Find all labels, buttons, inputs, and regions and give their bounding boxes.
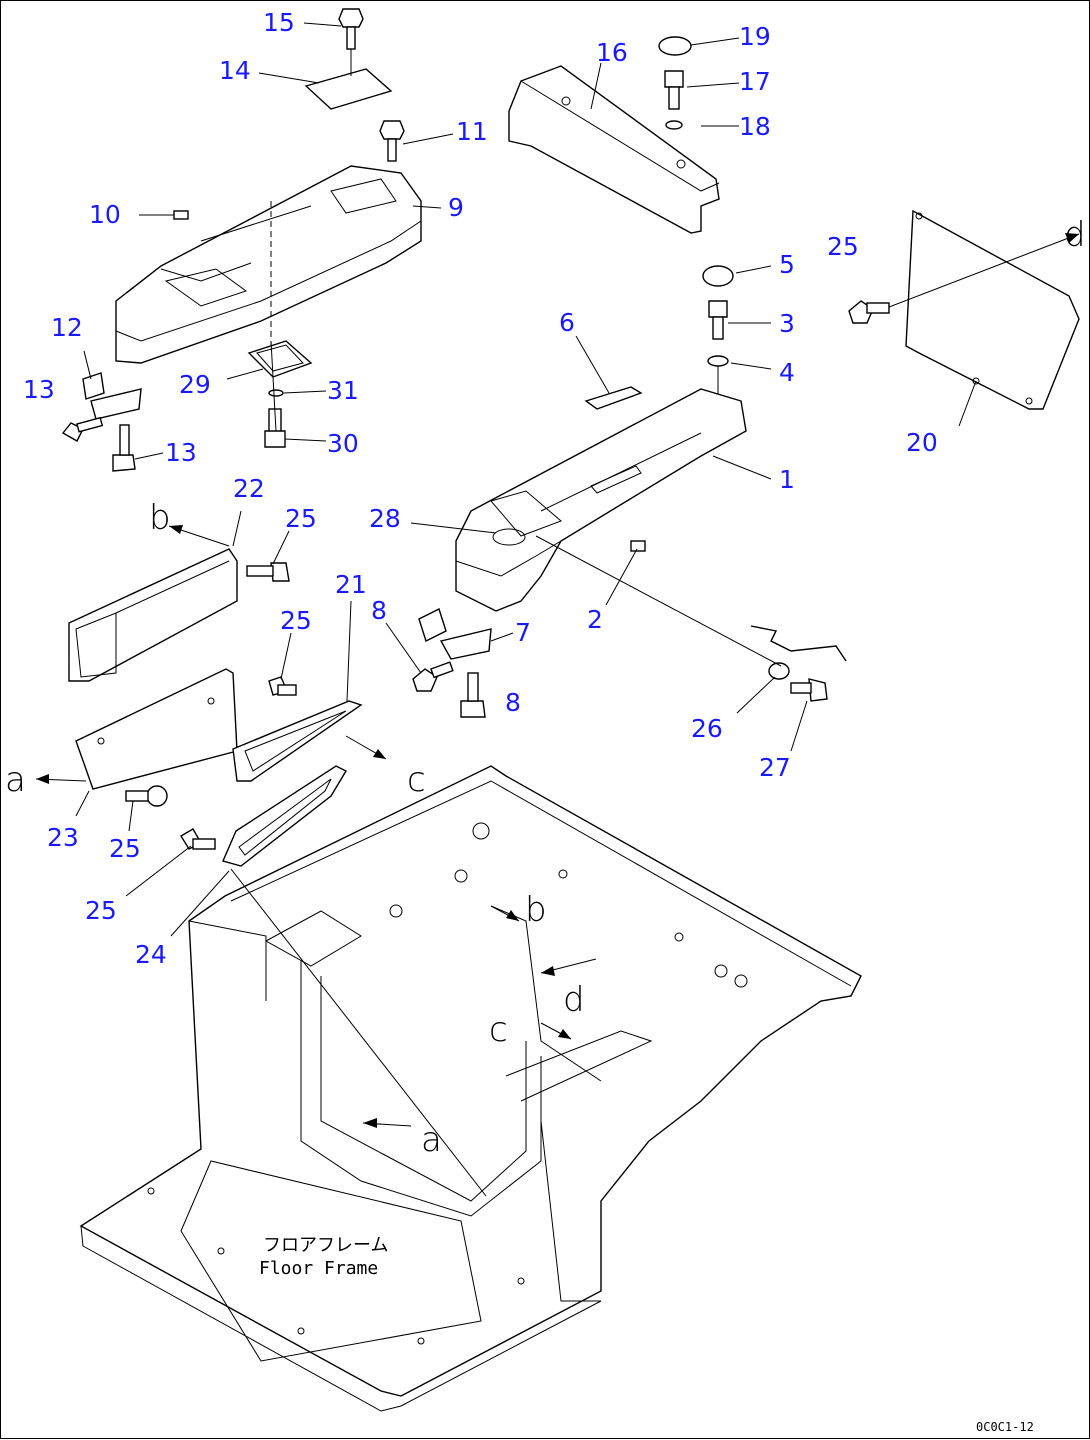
part-25-bolt-22 — [246, 562, 290, 582]
callout-20: 20 — [906, 428, 938, 457]
part-1-lower-console — [455, 388, 747, 612]
ref-d-frame: d — [563, 980, 585, 1020]
callout-7: 7 — [515, 618, 531, 647]
part-26-hook — [750, 625, 847, 680]
arrow-d-frame — [540, 958, 597, 1040]
part-21-gasket — [232, 700, 363, 782]
leader-28-to-26 — [535, 535, 782, 667]
callout-8-upper: 8 — [371, 596, 387, 625]
callout-25-top: 25 — [827, 232, 859, 261]
callout-25-a: 25 — [109, 834, 141, 863]
ref-c-right: c — [407, 760, 426, 800]
ref-c-frame: c — [489, 1010, 508, 1050]
callout-labels: 15 14 11 10 9 12 13 13 29 31 30 16 19 17… — [23, 8, 938, 969]
part-25-bolt-24 — [180, 828, 216, 850]
callout-14: 14 — [219, 56, 251, 85]
floor-frame-label-en: Floor Frame — [259, 1258, 378, 1279]
part-8-bolts — [412, 661, 486, 718]
callout-24: 24 — [135, 940, 167, 969]
part-12-bracket — [82, 372, 142, 420]
arrow-d-upper-head — [1065, 233, 1079, 243]
floor-frame-label-jp: フロアフレーム — [263, 1235, 388, 1256]
callout-9: 9 — [448, 193, 464, 222]
callout-23: 23 — [47, 823, 79, 852]
part-13-bolts — [61, 416, 136, 472]
callout-18: 18 — [739, 112, 771, 141]
callout-25-22: 25 — [285, 504, 317, 533]
part-14-plate — [304, 68, 393, 110]
part-25-bolt-23 — [268, 676, 297, 696]
arrow-d-upper — [888, 233, 1080, 308]
part-6-rubber-pad — [584, 386, 643, 410]
leader-24-frame — [230, 868, 487, 1197]
part-16-rear-cover — [508, 65, 720, 234]
callout-29: 29 — [179, 370, 211, 399]
part-24-gasket — [222, 765, 347, 867]
part-31-washer — [268, 389, 284, 397]
part-2-pin — [630, 540, 646, 552]
part-15-bolt — [338, 8, 364, 76]
callout-2: 2 — [587, 605, 603, 634]
callout-17: 17 — [739, 67, 771, 96]
part-30-bolt — [264, 408, 286, 448]
part-25-bolt-a — [125, 785, 168, 807]
ref-a-frame: a — [421, 1120, 442, 1160]
callout-4: 4 — [779, 358, 795, 387]
part-5-cap — [702, 265, 734, 287]
ref-b-left: b — [149, 498, 171, 538]
callout-leaders — [75, 22, 977, 937]
arrow-a-left — [35, 774, 87, 784]
ref-a-left: a — [5, 760, 26, 800]
callout-12: 12 — [51, 313, 83, 342]
callout-31: 31 — [327, 376, 359, 405]
callout-22: 22 — [233, 474, 265, 503]
callout-1: 1 — [779, 465, 795, 494]
ref-d-upper: d — [1064, 215, 1086, 255]
part-29-gasket — [247, 340, 313, 378]
callout-5: 5 — [779, 250, 795, 279]
callout-27: 27 — [759, 753, 791, 782]
callout-11: 11 — [456, 117, 488, 146]
callout-10: 10 — [89, 200, 121, 229]
part-4-washer — [707, 355, 729, 367]
floor-frame — [79, 765, 862, 1412]
callout-3: 3 — [779, 309, 795, 338]
callout-8-lower: 8 — [505, 688, 521, 717]
arrow-b-frame — [490, 905, 520, 922]
callout-26: 26 — [691, 714, 723, 743]
part-20-side-panel — [905, 209, 1080, 410]
ref-b-frame: b — [525, 890, 547, 930]
part-10-pin — [173, 210, 189, 220]
arrow-b-left — [168, 525, 230, 547]
reference-letters: a a b b c c d d — [5, 215, 1086, 1160]
part-23-panel — [75, 668, 238, 790]
callout-16: 16 — [596, 38, 628, 67]
part-17-bolt — [664, 70, 684, 110]
drawing-code: 0C0C1-12 — [976, 1420, 1034, 1434]
part-3-bolt — [708, 300, 728, 340]
part-22-panel — [68, 548, 238, 682]
callout-21: 21 — [335, 570, 367, 599]
callout-30: 30 — [327, 429, 359, 458]
arrow-c-right — [345, 735, 387, 760]
part-9-console-cover — [115, 165, 422, 364]
part-18-washer — [665, 120, 683, 130]
callout-15: 15 — [263, 8, 295, 37]
callout-25-23: 25 — [280, 606, 312, 635]
part-7-bracket — [418, 608, 492, 660]
callout-19: 19 — [739, 22, 771, 51]
callout-6: 6 — [559, 308, 575, 337]
part-25-bolt-top — [848, 300, 890, 324]
part-27-bolt — [790, 678, 828, 702]
arrow-a-frame — [362, 1118, 412, 1128]
part-11-bolt — [379, 120, 405, 162]
callout-13-lower: 13 — [165, 438, 197, 467]
callout-25-24: 25 — [85, 896, 117, 925]
part-19-cap — [658, 36, 692, 56]
callout-13-left: 13 — [23, 375, 55, 404]
callout-28: 28 — [369, 504, 401, 533]
